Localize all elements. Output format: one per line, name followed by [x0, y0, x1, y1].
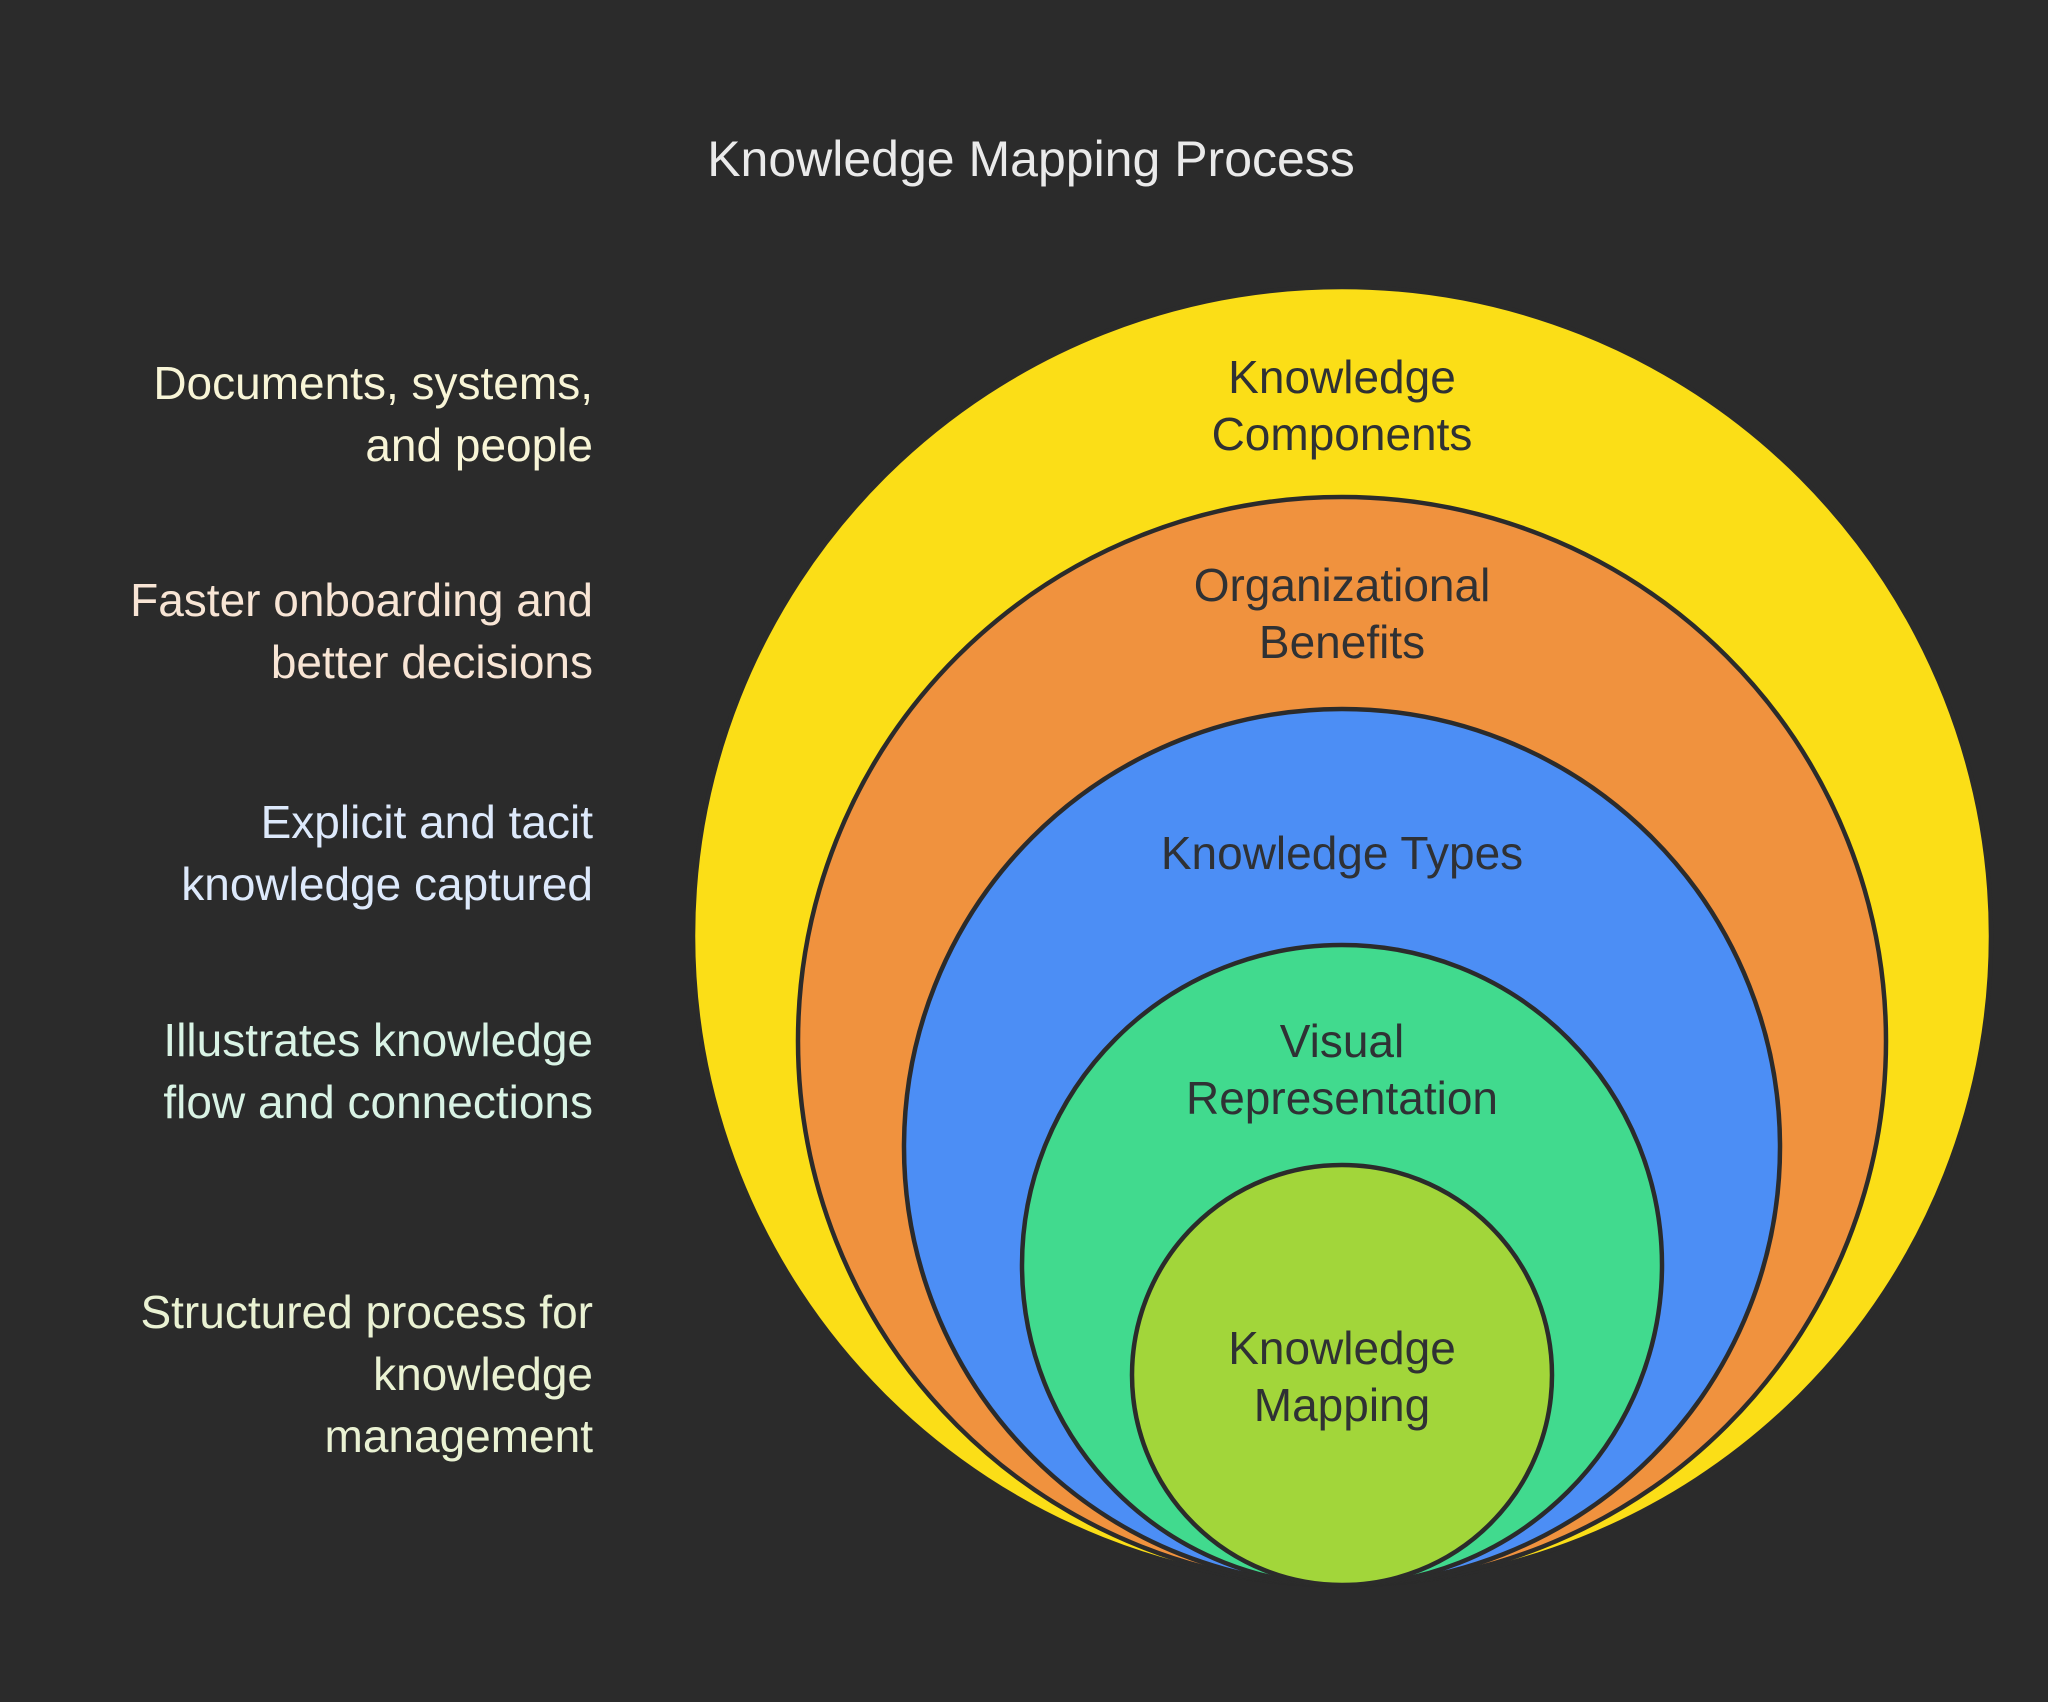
- annotation-line: Faster onboarding and: [130, 574, 593, 626]
- annotation-knowledge-types: Explicit and tacit knowledge captured: [181, 791, 593, 915]
- annotation-organizational-benefits: Faster onboarding and better decisions: [130, 569, 593, 693]
- ring-label-line: Benefits: [1258, 616, 1426, 668]
- annotation-line: Explicit and tacit: [260, 796, 593, 848]
- ring-label-line: Knowledge: [1228, 1322, 1456, 1374]
- ring-label-knowledge-mapping: Knowledge Mapping: [1228, 1320, 1456, 1434]
- ring-label-line: Mapping: [1253, 1379, 1431, 1431]
- annotation-knowledge-components: Documents, systems, and people: [153, 352, 593, 476]
- ring-label-line: Knowledge: [1228, 351, 1456, 403]
- annotation-line: Illustrates knowledge: [163, 1014, 593, 1066]
- ring-label-line: Components: [1211, 408, 1473, 460]
- annotation-line: Documents, systems,: [153, 357, 593, 409]
- annotation-line: knowledge captured: [181, 858, 593, 910]
- diagram-title: Knowledge Mapping Process: [707, 131, 1355, 187]
- ring-label-visual-representation: Visual Representation: [1186, 1013, 1498, 1127]
- ring-label-knowledge-types: Knowledge Types: [1161, 825, 1523, 882]
- ring-circle-knowledge-mapping: [1129, 1162, 1555, 1588]
- ring-label-organizational-benefits: Organizational Benefits: [1194, 557, 1491, 671]
- ring-label-line: Knowledge Types: [1160, 827, 1524, 879]
- annotation-line: flow and connections: [163, 1076, 593, 1128]
- annotation-knowledge-mapping: Structured process for knowledge managem…: [140, 1281, 593, 1467]
- annotation-line: and people: [365, 419, 593, 471]
- annotation-line: better decisions: [270, 636, 593, 688]
- ring-label-knowledge-components: Knowledge Components: [1212, 349, 1473, 463]
- ring-label-line: Organizational: [1193, 559, 1491, 611]
- annotation-line: management: [324, 1410, 594, 1462]
- annotation-visual-representation: Illustrates knowledge flow and connectio…: [163, 1009, 593, 1133]
- ring-label-line: Visual: [1279, 1015, 1405, 1067]
- annotation-line: Structured process for: [140, 1286, 593, 1338]
- annotation-line: knowledge: [373, 1348, 593, 1400]
- ring-label-line: Representation: [1186, 1072, 1498, 1124]
